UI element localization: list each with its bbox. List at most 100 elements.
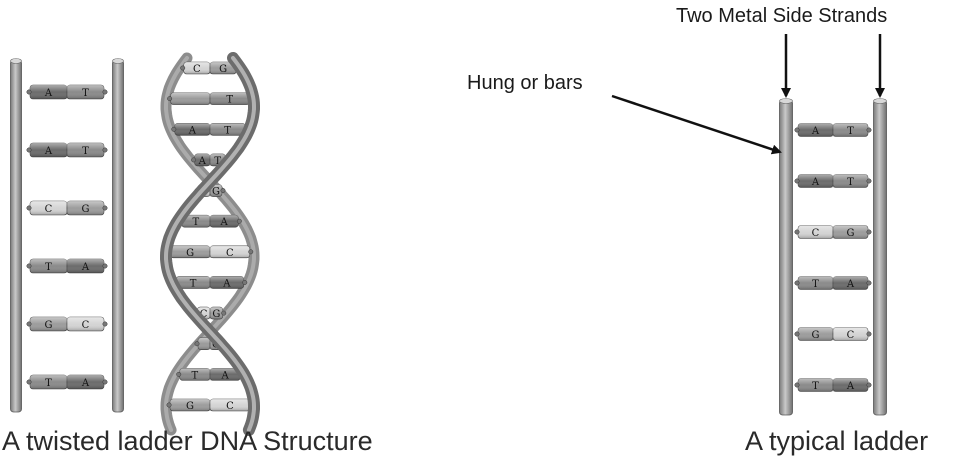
- typical-ladder-joint-5-r: [866, 382, 872, 388]
- annotation-arrows: [611, 34, 885, 155]
- helix-label-3-right: T: [214, 156, 221, 167]
- left-ladder-label-1-right: T: [82, 146, 89, 157]
- typical-ladder-joint-1-r: [866, 178, 872, 184]
- left-ladder-label-2-left: C: [45, 204, 53, 215]
- typical-ladder-joint-4-l: [794, 331, 800, 337]
- typical-ladder-label-5-right: A: [846, 381, 855, 392]
- typical-ladder-caption: A typical ladder: [745, 426, 929, 456]
- typical-ladder-rail-right-cap: [873, 98, 887, 104]
- typical-ladder-rail-right: [873, 99, 887, 416]
- typical-ladder-joint-0-l: [794, 127, 800, 133]
- left-ladder-label-4-left: G: [45, 320, 53, 331]
- typical-ladder-label-0-right: T: [847, 126, 854, 137]
- left-ladder-label-5-right: A: [81, 378, 90, 389]
- helix-rung-shade-3: [194, 153, 226, 166]
- left-ladder-label-3-right: A: [81, 262, 90, 273]
- helix-joint-11-l: [166, 402, 172, 408]
- left-ladder-rail-right-cap: [112, 58, 124, 64]
- helix-joint-6-r: [248, 249, 254, 255]
- left-ladder-rung-shade-1: [30, 143, 104, 157]
- left-ladder-joint-3-r: [102, 263, 108, 269]
- typical-ladder-joint-4-r: [866, 331, 872, 337]
- left-ladder-joint-1-r: [102, 147, 108, 153]
- helix-rung-shade-1: [170, 92, 250, 105]
- left-ladder-joint-1-l: [26, 147, 32, 153]
- typical-ladder-rung-shade-0: [798, 123, 868, 137]
- typical-ladder-label-0-left: A: [811, 126, 820, 137]
- helix-label-7-right: A: [222, 278, 231, 289]
- helix-rung-shade-11: [170, 399, 250, 411]
- typical-ladder-label-5-left: T: [812, 381, 819, 392]
- typical-ladder-rung-shade-3: [798, 276, 868, 290]
- rung-arrow: [611, 94, 782, 155]
- left-ladder-label-0-left: A: [44, 88, 53, 99]
- typical-ladder-rail-left-cap: [779, 98, 793, 104]
- side-strands-label: Two Metal Side Strands: [676, 5, 888, 27]
- helix-label-2-right: T: [224, 125, 231, 136]
- typical-ladder-joint-2-l: [794, 229, 800, 235]
- helix-label-0-left: C: [193, 64, 201, 75]
- helix-label-3-left: A: [198, 156, 207, 167]
- left-ladder-joint-2-r: [102, 205, 108, 211]
- left-ladder-rail-right: [112, 59, 124, 413]
- typical-ladder-joint-2-r: [866, 229, 872, 235]
- helix-joint-5-r: [236, 218, 242, 224]
- left-ladder-joint-2-l: [26, 205, 32, 211]
- helix-backbone-back-highlight: [164, 56, 256, 432]
- left-ladder-joint-4-r: [102, 321, 108, 327]
- left-ladder-rung-shade-3: [30, 259, 104, 273]
- helix-joint-4-r: [220, 188, 226, 193]
- helix-label-11-right: C: [226, 401, 234, 412]
- typical-ladder-joint-5-l: [794, 382, 800, 388]
- left-ladder-label-4-right: C: [82, 320, 90, 331]
- rungs-label: Hung or bars: [467, 72, 583, 94]
- typical-ladder-label-4-right: C: [847, 330, 855, 341]
- typical-ladder-label-1-left: A: [811, 177, 820, 188]
- typical-ladder-rail-left: [779, 99, 793, 416]
- typical-ladder-label-3-left: T: [812, 279, 819, 290]
- typical-ladder-joint-0-r: [866, 127, 872, 133]
- typical-ladder-rung-shade-5: [798, 378, 868, 392]
- helix-joint-2-l: [171, 126, 177, 132]
- helix-label-6-right: C: [226, 248, 234, 259]
- helix-rung-shade-7: [176, 276, 244, 289]
- helix-backbone-front-highlight: [164, 56, 256, 432]
- helix-joint-10-l: [176, 371, 182, 377]
- helix-rung-1: T: [167, 92, 253, 106]
- left-ladder-label-1-left: A: [44, 146, 53, 157]
- helix-rung-shade-2: [174, 123, 246, 136]
- helix-rung-shade-10: [179, 368, 241, 381]
- left-ladder-joint-5-l: [26, 379, 32, 385]
- helix-joint-1-l: [167, 96, 173, 102]
- typical-ladder-label-3-right: A: [846, 279, 855, 290]
- left-ladder-rail-left: [10, 59, 22, 413]
- helix-label-5-right: A: [220, 217, 229, 228]
- left-ladder-rung-shade-2: [30, 201, 104, 215]
- helix-joint-0-l: [180, 65, 186, 71]
- helix-label-7-left: T: [190, 278, 197, 289]
- helix-rung-shade-0: [183, 62, 237, 74]
- left-ladder-joint-5-r: [102, 379, 108, 385]
- left-ladder-rung-shade-0: [30, 85, 104, 99]
- left-ladder-rail-left-cap: [10, 58, 22, 64]
- helix-label-8-right: G: [212, 309, 220, 320]
- left-ladder-rung-shade-5: [30, 375, 104, 389]
- typical-ladder-joint-3-l: [794, 280, 800, 286]
- typical-ladder-rung-shade-4: [798, 327, 868, 341]
